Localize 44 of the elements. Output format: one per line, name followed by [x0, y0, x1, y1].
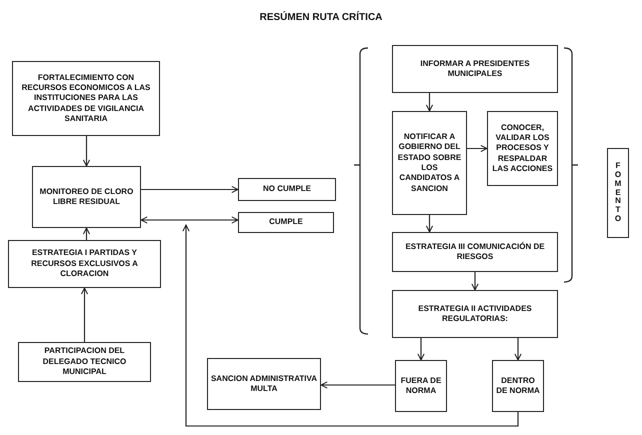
box-text: ESTRATEGIA I PARTIDAS Y RECURSOS EXCLUSIVOS A CLORACION: [30, 248, 139, 280]
box-text: FORTALECIMIENTO CON RECURSOS ECONOMICOS A LAS INSTITUCIONES PARA LAS ACTIVIDADES DE VIGILANCIA SANITARIA: [20, 72, 152, 124]
process-box: [8, 240, 161, 288]
arrow: [471, 272, 479, 290]
box-text: DENTRO DE NORMA: [495, 376, 541, 396]
arrow: [182, 224, 519, 427]
box-text: PARTICIPACION DEL DELEGADO TECNICO MUNICIPAL: [42, 346, 128, 378]
process-box: [487, 111, 558, 186]
box-text: CONOCER, VALIDAR LOS PROCESOS Y RESPALDAR LAS ACCIONES: [491, 122, 554, 174]
box-text: ESTRATEGIA II ACTIVIDADES REGULATORIAS:: [417, 304, 533, 324]
arrow: [82, 136, 90, 166]
label-box: [607, 148, 629, 238]
arrow: [426, 215, 434, 232]
process-box: [207, 358, 321, 410]
arrow: [140, 216, 238, 224]
box-text: CUMPLE: [269, 217, 303, 228]
box-text: ESTRATEGIA III COMUNICACIÓN DE RIESGOS: [404, 242, 546, 262]
box-text: NOTIFICAR A GOBIERNO DEL ESTADO SOBRE LOS CANDIDATOS A SANCION: [396, 132, 462, 194]
process-box: [392, 232, 558, 272]
box-text: SANCION ADMINISTRATIVA MULTA: [210, 374, 318, 394]
arrow: [80, 288, 88, 342]
arrow: [82, 228, 90, 240]
box-text: INFORMAR A PRESIDENTES MUNICIPALES: [419, 58, 531, 80]
process-box: [392, 45, 558, 93]
process-box: [32, 166, 141, 228]
process-box: [18, 342, 151, 382]
box-text: NO CUMPLE: [263, 184, 311, 195]
box-text: FUERA DE NORMA: [400, 376, 442, 396]
box-text: MONITOREO DE CLORO LIBRE RESIDUAL: [38, 186, 134, 208]
arrow: [467, 144, 488, 152]
diagram-title: RESÚMEN RUTA CRÍTICA: [258, 12, 384, 23]
arrow: [426, 93, 434, 112]
arrow: [141, 186, 238, 194]
process-box: [492, 360, 544, 412]
arrow: [417, 338, 425, 360]
process-box: [392, 290, 558, 338]
process-box: [392, 111, 467, 215]
process-box: [395, 360, 447, 412]
box-text: FOMENTO: [614, 162, 622, 224]
process-box: [238, 178, 336, 201]
process-box: [238, 212, 334, 233]
process-box: [12, 61, 160, 136]
arrow: [320, 381, 395, 389]
arrow: [514, 338, 522, 360]
